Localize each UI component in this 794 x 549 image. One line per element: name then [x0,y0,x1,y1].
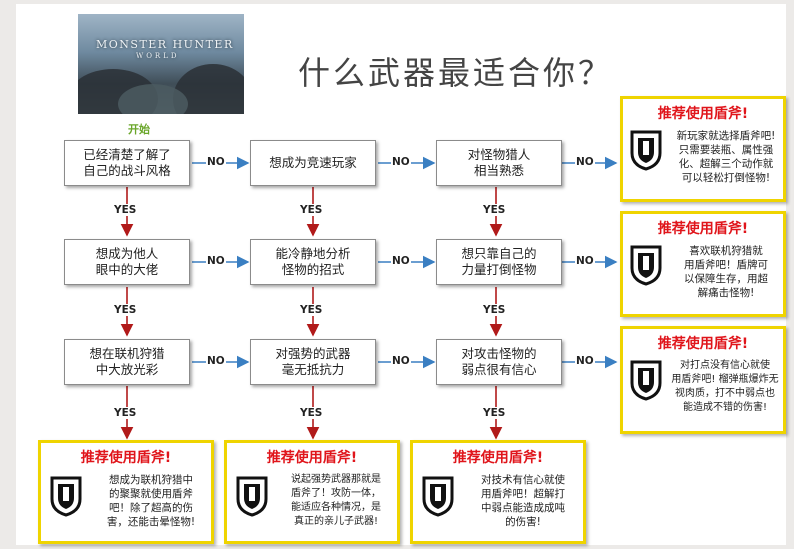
decision-node: 对攻击怪物的弱点很有信心 [436,339,562,385]
game-banner-image: MONSTER HUNTER WORLD [78,14,244,114]
no-label: NO [575,255,595,267]
recommendation-text: 喜欢联机狩猎就用盾斧吧！盾牌可以保障生存，用超解痛击怪物! [684,245,768,299]
recommendation-text: 对打点没有信心就使用盾斧吧! 榴弹瓶爆炸无视肉质，打不中弱点也能造成不错的伤害! [671,360,779,413]
game-logo: MONSTER HUNTER [96,38,234,51]
yes-label: YES [482,304,507,316]
shield-axe-icon [630,245,662,286]
start-label: 开始 [128,123,150,136]
decision-node: 想成为竞速玩家 [250,140,376,186]
yes-label: YES [482,407,507,419]
decision-node: 对怪物猎人相当熟悉 [436,140,562,186]
recommendation-box: 推荐使用盾斧! 对打点没有信心就使用盾斧吧! 榴弹瓶爆炸无视肉质，打不中弱点也能… [620,326,786,434]
decision-node: 想成为他人眼中的大佬 [64,239,190,285]
shield-axe-icon [630,360,662,401]
flowchart-canvas: MONSTER HUNTER WORLD 什么武器最适合你？ 开始 [16,4,786,545]
recommendation-box: 推荐使用盾斧! 新玩家就选择盾斧吧!只需要装瓶、属性强化、超解三个动作就可以轻松… [620,96,786,202]
recommendation-title: 推荐使用盾斧! [80,450,172,466]
recommendation-text: 想成为联机狩猎中的聚聚就使用盾斧吧！除了超高的伤害，还能击晕怪物! [106,474,196,528]
decision-node: 能冷静地分析怪物的招式 [250,239,376,285]
no-label: NO [391,355,411,367]
shield-axe-icon [422,476,454,517]
shield-axe-icon [236,476,268,517]
no-label: NO [391,156,411,168]
recommendation-text: 说起强势武器那就是盾斧了！攻防一体，能适应各种情况，是真正的亲儿子武器! [291,474,381,527]
recommendation-box: 推荐使用盾斧! 说起强势武器那就是盾斧了！攻防一体，能适应各种情况，是真正的亲儿… [224,440,400,544]
decision-node: 对强势的武器毫无抵抗力 [250,339,376,385]
page-title: 什么武器最适合你？ [298,54,614,92]
no-label: NO [206,255,226,267]
recommendation-title: 推荐使用盾斧! [657,221,749,237]
game-logo-sub: WORLD [136,52,180,60]
recommendation-text: 对技术有信心就使用盾斧吧！超解打中弱点能造成成吨的伤害! [481,474,565,528]
recommendation-title: 推荐使用盾斧! [657,336,749,352]
recommendation-box: 推荐使用盾斧! 喜欢联机狩猎就用盾斧吧！盾牌可以保障生存，用超解痛击怪物! [620,211,786,317]
recommendation-title: 推荐使用盾斧! [266,450,358,466]
decision-node: 想只靠自己的力量打倒怪物 [436,239,562,285]
decision-node: 想在联机狩猎中大放光彩 [64,339,190,385]
shield-axe-icon [630,130,662,171]
recommendation-text: 新玩家就选择盾斧吧!只需要装瓶、属性强化、超解三个动作就可以轻松打倒怪物! [676,130,776,184]
decision-node: 已经清楚了解了自己的战斗风格 [64,140,190,186]
no-label: NO [575,355,595,367]
no-label: NO [575,156,595,168]
no-label: NO [206,355,226,367]
shield-axe-icon [50,476,82,517]
recommendation-title: 推荐使用盾斧! [657,106,749,122]
yes-label: YES [113,204,138,216]
yes-label: YES [299,304,324,316]
yes-label: YES [113,407,138,419]
no-label: NO [391,255,411,267]
no-label: NO [206,156,226,168]
recommendation-box: 推荐使用盾斧! 想成为联机狩猎中的聚聚就使用盾斧吧！除了超高的伤害，还能击晕怪物… [38,440,214,544]
yes-label: YES [299,407,324,419]
yes-label: YES [299,204,324,216]
recommendation-box: 推荐使用盾斧! 对技术有信心就使用盾斧吧！超解打中弱点能造成成吨的伤害! [410,440,586,544]
yes-label: YES [113,304,138,316]
yes-label: YES [482,204,507,216]
recommendation-title: 推荐使用盾斧! [452,450,544,466]
